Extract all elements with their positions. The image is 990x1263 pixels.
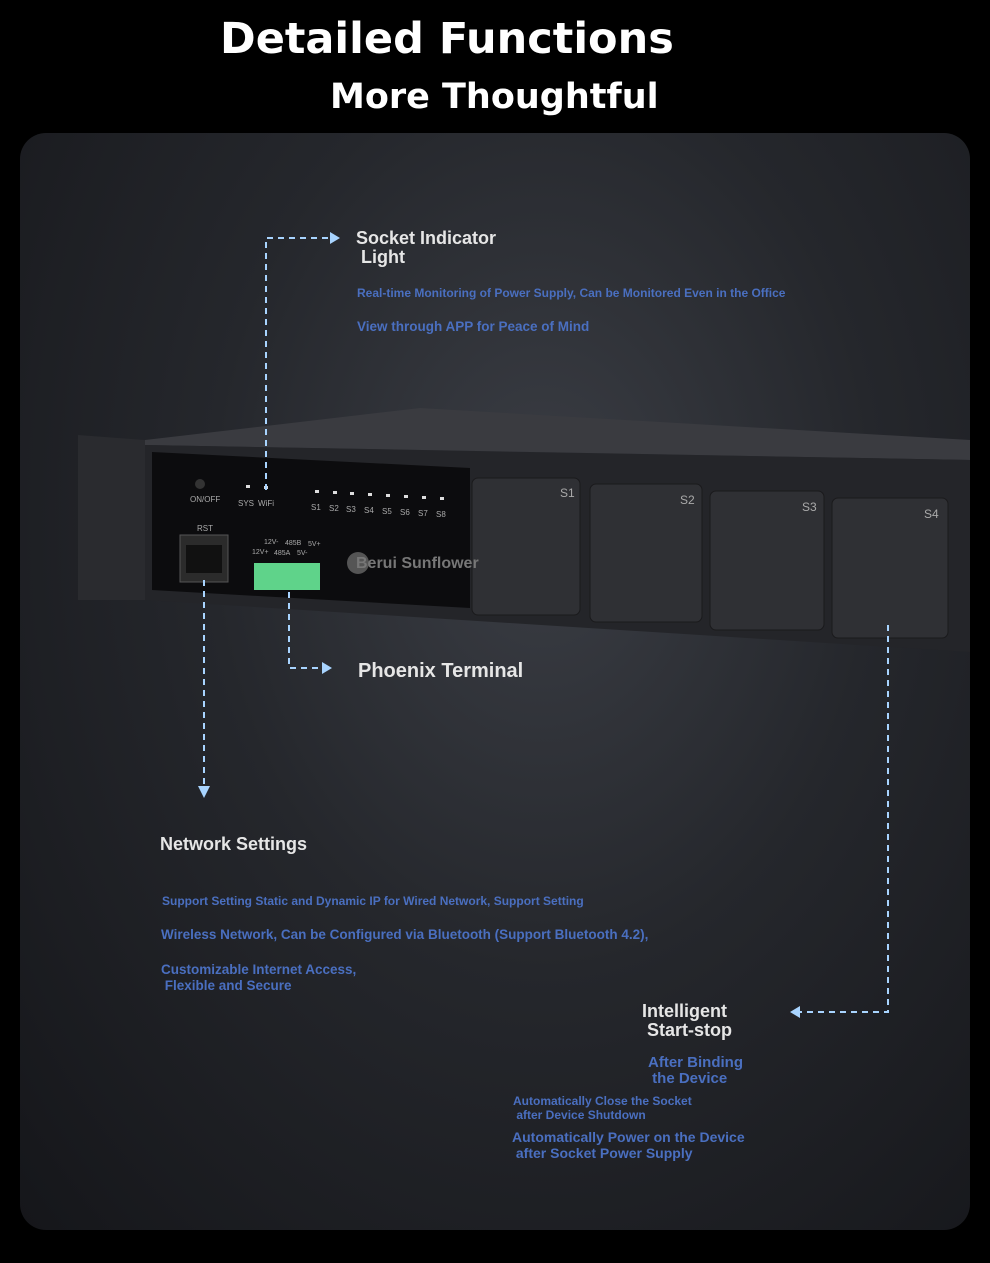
- socket-indicator-title: Socket Indicator: [356, 228, 497, 248]
- arrow-icons: [198, 232, 800, 1018]
- led-label: S7: [418, 509, 428, 518]
- led-label: S1: [311, 503, 321, 512]
- socket-indicator-desc: Real-time Monitoring of Power Supply, Ca…: [357, 286, 786, 300]
- pointer-lines: [203, 237, 889, 1013]
- power-button: [195, 479, 205, 489]
- socket-indicator-desc: View through APP for Peace of Mind: [357, 319, 590, 334]
- startstop-desc: Automatically Close the Socket: [513, 1094, 692, 1108]
- leds: [246, 485, 444, 500]
- network-desc: Wireless Network, Can be Configured via …: [161, 927, 649, 942]
- startstop-title: Intelligent: [642, 1001, 727, 1021]
- terminal-label: 12V+: [252, 549, 269, 556]
- watermark: Berui Sunflower: [356, 555, 479, 572]
- outlet-label: S3: [802, 500, 817, 514]
- socket-indicator-title-2: Light: [356, 247, 405, 267]
- startstop-desc: the Device: [648, 1070, 728, 1087]
- led-label: S5: [382, 507, 392, 516]
- startstop-desc: After Binding: [648, 1054, 743, 1071]
- startstop-desc: after Socket Power Supply: [512, 1145, 693, 1161]
- outlet-label: S4: [924, 507, 939, 521]
- led-label: S6: [400, 508, 410, 517]
- terminal-label: 485B: [285, 540, 302, 547]
- terminal-label: 5V+: [308, 541, 321, 548]
- terminal-label: 5V-: [297, 550, 308, 557]
- network-title: Network Settings: [160, 834, 308, 854]
- outlet-label: S1: [560, 486, 575, 500]
- network-desc: Support Setting Static and Dynamic IP fo…: [162, 894, 584, 908]
- network-desc: Flexible and Secure: [161, 978, 292, 993]
- feature-panel: [20, 133, 970, 1230]
- page-title-overlay: More Thoughtful: [330, 77, 659, 117]
- startstop-title: Start-stop: [642, 1020, 732, 1040]
- led-label: S3: [346, 505, 356, 514]
- outlet-label: S2: [680, 493, 695, 507]
- outlets: [471, 477, 949, 639]
- phoenix-terminal: [254, 563, 320, 590]
- wifi-label: WiFi: [258, 499, 274, 508]
- led-label: S2: [329, 504, 339, 513]
- control-panel: [152, 452, 470, 608]
- phoenix-title: Phoenix Terminal: [358, 660, 524, 682]
- terminal-label: 485A: [274, 550, 291, 557]
- startstop-desc: Automatically Power on the Device: [512, 1129, 745, 1145]
- page-title: Detailed Functions: [220, 14, 674, 64]
- sys-label: SYS: [238, 499, 255, 508]
- on-off-label: ON/OFF: [190, 495, 221, 504]
- startstop-desc: after Device Shutdown: [513, 1108, 646, 1122]
- rst-label: RST: [197, 524, 213, 533]
- led-label: S8: [436, 510, 446, 519]
- network-desc: Customizable Internet Access,: [161, 962, 357, 977]
- terminal-label: 12V-: [264, 539, 279, 546]
- led-label: S4: [364, 506, 374, 515]
